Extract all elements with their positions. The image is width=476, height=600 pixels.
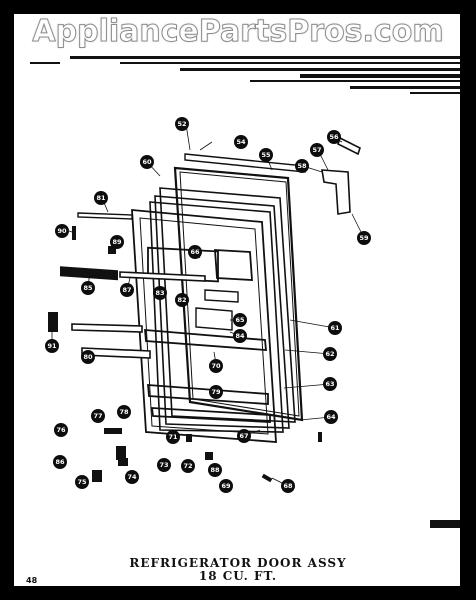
diagram-subtitle: 18 CU. FT. <box>198 569 278 583</box>
svg-text:83: 83 <box>155 289 164 297</box>
svg-text:76: 76 <box>56 426 66 434</box>
svg-text:73: 73 <box>159 461 168 469</box>
callout-56: 56 <box>327 130 341 144</box>
inner-door-liner <box>131 209 277 443</box>
callout-77: 77 <box>91 409 105 423</box>
svg-text:60: 60 <box>142 158 152 166</box>
bottom-hardware <box>92 428 322 483</box>
svg-text:55: 55 <box>261 151 271 159</box>
svg-text:75: 75 <box>77 478 87 486</box>
watermark: AppliancePartsPros.com <box>32 14 444 50</box>
callout-91: 91 <box>45 339 59 353</box>
svg-text:52: 52 <box>177 120 186 128</box>
svg-text:90: 90 <box>57 227 67 235</box>
callout-64: 64 <box>324 410 338 424</box>
svg-text:64: 64 <box>326 413 336 421</box>
svg-text:61: 61 <box>330 324 340 332</box>
svg-text:91: 91 <box>47 342 57 350</box>
callout-76: 76 <box>54 423 68 437</box>
diagram-sheet <box>14 14 460 586</box>
callout-71: 71 <box>166 430 180 444</box>
callout-81: 81 <box>94 191 108 205</box>
top-trim-strip <box>77 153 306 220</box>
callout-61: 61 <box>328 321 342 335</box>
callout-63: 63 <box>323 377 337 391</box>
callout-79: 79 <box>209 385 223 399</box>
callout-90: 90 <box>55 224 69 238</box>
callout-52: 52 <box>175 117 189 131</box>
page-number: 48 <box>26 576 38 585</box>
svg-text:71: 71 <box>168 433 178 441</box>
callout-85: 85 <box>81 281 95 295</box>
callout-62: 62 <box>323 347 337 361</box>
svg-text:81: 81 <box>96 194 106 202</box>
callout-60: 60 <box>140 155 154 169</box>
svg-text:68: 68 <box>283 482 293 490</box>
callout-88: 88 <box>208 463 222 477</box>
svg-text:82: 82 <box>177 296 186 304</box>
svg-text:84: 84 <box>235 332 245 340</box>
callout-58: 58 <box>295 159 309 173</box>
callout-86: 86 <box>53 455 67 469</box>
svg-text:65: 65 <box>235 316 245 324</box>
door-shelves <box>71 271 206 359</box>
callout-65: 65 <box>233 313 247 327</box>
svg-text:69: 69 <box>221 482 231 490</box>
callout-89: 89 <box>110 235 124 249</box>
svg-text:79: 79 <box>211 388 221 396</box>
callout-57: 57 <box>310 143 324 157</box>
callout-73: 73 <box>157 458 171 472</box>
door-gasket <box>149 187 296 433</box>
svg-text:66: 66 <box>190 248 200 256</box>
svg-text:74: 74 <box>127 473 137 481</box>
svg-text:77: 77 <box>93 412 102 420</box>
callout-75: 75 <box>75 475 89 489</box>
callout-80: 80 <box>81 350 95 364</box>
callout-83: 83 <box>153 286 167 300</box>
callout-87: 87 <box>120 283 134 297</box>
right-hinge <box>321 136 361 215</box>
svg-text:56: 56 <box>329 133 339 141</box>
svg-text:59: 59 <box>359 234 369 242</box>
callout-82: 82 <box>175 293 189 307</box>
svg-text:85: 85 <box>83 284 93 292</box>
scan-noise <box>30 56 460 528</box>
callout-66: 66 <box>188 245 202 259</box>
svg-text:87: 87 <box>122 286 131 294</box>
svg-text:78: 78 <box>119 408 129 416</box>
svg-text:62: 62 <box>325 350 334 358</box>
callout-69: 69 <box>219 479 233 493</box>
callout-59: 59 <box>357 231 371 245</box>
callout-68: 68 <box>281 479 295 493</box>
svg-text:86: 86 <box>55 458 65 466</box>
svg-text:89: 89 <box>112 238 122 246</box>
svg-text:57: 57 <box>312 146 321 154</box>
svg-text:70: 70 <box>211 362 221 370</box>
callout-78: 78 <box>117 405 131 419</box>
callout-70: 70 <box>209 359 223 373</box>
svg-text:67: 67 <box>239 432 248 440</box>
callout-67: 67 <box>237 429 251 443</box>
left-hardware <box>48 226 118 332</box>
svg-text:63: 63 <box>325 380 334 388</box>
callout-55: 55 <box>259 148 273 162</box>
callout-72: 72 <box>181 459 195 473</box>
svg-text:72: 72 <box>183 462 192 470</box>
callout-54: 54 <box>234 135 248 149</box>
leader-lines <box>51 123 365 487</box>
svg-text:80: 80 <box>83 353 93 361</box>
svg-text:54: 54 <box>236 138 246 146</box>
svg-text:88: 88 <box>210 466 220 474</box>
callout-84: 84 <box>233 329 247 343</box>
callout-74: 74 <box>125 470 139 484</box>
diagram-title: REFRIGERATOR DOOR ASSY <box>129 556 347 570</box>
butter-compartment <box>195 289 239 331</box>
svg-text:58: 58 <box>297 162 307 170</box>
